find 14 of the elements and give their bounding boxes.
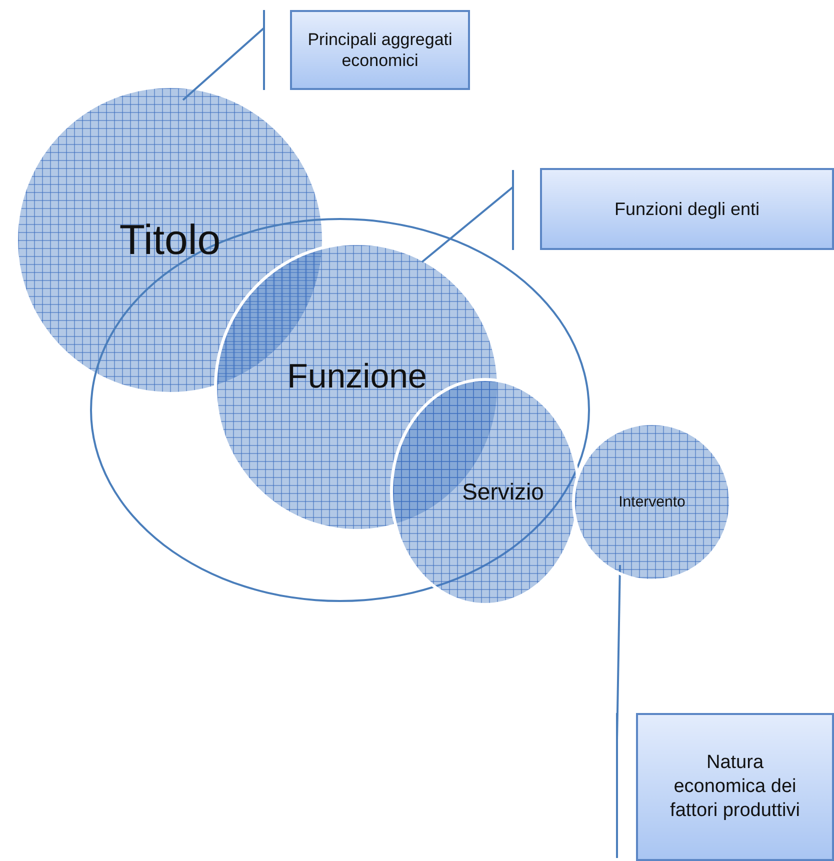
- circle-label: Intervento: [618, 494, 686, 510]
- leader-line: [421, 186, 514, 263]
- outline-ellipse: [90, 218, 590, 602]
- leader-line: [616, 564, 621, 740]
- callout-text: Principali aggregati economici: [306, 28, 454, 72]
- circle-label: Titolo: [119, 216, 221, 264]
- callout-text: Natura economica dei fattori produttivi: [669, 751, 801, 823]
- circle-label: Funzione: [287, 358, 427, 396]
- callout-text: Funzioni degli enti: [614, 198, 760, 220]
- leader-line: [182, 27, 265, 101]
- callout-box: [636, 713, 834, 861]
- callout-box: [290, 10, 470, 90]
- callout-box: [540, 168, 834, 250]
- circle-label: Servizio: [462, 478, 544, 506]
